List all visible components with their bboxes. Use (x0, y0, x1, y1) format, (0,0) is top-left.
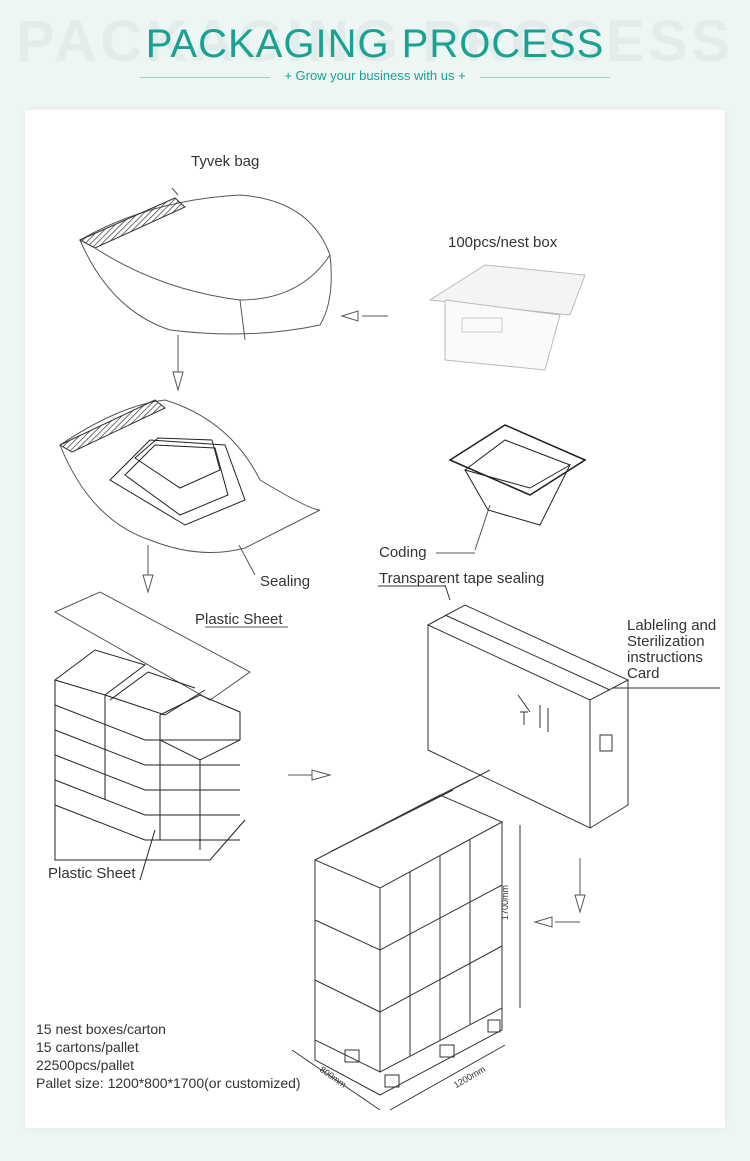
carton-illustration (378, 584, 720, 829)
label-labeling-1: Lableling and (627, 617, 717, 634)
title-watermark: PACKAGING PROCESS (16, 9, 734, 74)
subtitle-right-divider (480, 77, 610, 78)
subtitle-left-divider (140, 77, 270, 78)
arrow-down-1 (172, 335, 184, 392)
arrow-down-3 (574, 858, 586, 914)
page-title: PACKAGING PROCESS (145, 22, 605, 66)
label-tyvek-bag: Tyvek bag (191, 153, 260, 170)
arrow-left-2 (533, 916, 580, 928)
pallet-info: 15 nest boxes/carton 15 cartons/pallet 2… (36, 1020, 301, 1092)
stacked-trays-illustration (53, 649, 246, 881)
arrow-left-1 (340, 310, 388, 322)
nest-box-illustration (428, 264, 586, 371)
label-dim-height: 1700mm (500, 884, 510, 920)
arrow-right-1 (288, 769, 332, 781)
label-nest-box: 100pcs/nest box (448, 234, 558, 251)
label-plastic-sheet-top: Plastic Sheet (195, 611, 283, 628)
label-plastic-sheet-bottom: Plastic Sheet (48, 865, 136, 882)
coding-tray-illustration (436, 424, 587, 554)
process-card (25, 110, 725, 1128)
label-coding: Coding (379, 544, 427, 561)
subtitle-row: + Grow your business with us + (140, 68, 610, 88)
arrow-down-2 (142, 545, 154, 594)
label-sealing: Sealing (260, 573, 311, 590)
pallet-illustration (291, 769, 521, 1111)
plastic-sheet-illustration (53, 591, 288, 701)
info-line: Pallet size: 1200*800*1700(or customized… (36, 1075, 301, 1091)
label-labeling-4: Card (627, 665, 660, 682)
info-line: 15 nest boxes/carton (36, 1021, 166, 1037)
page-subtitle: + Grow your business with us + (284, 68, 466, 83)
label-labeling-2: Sterilization (627, 633, 705, 650)
label-transparent-tape: Transparent tape sealing (379, 570, 545, 587)
info-line: 22500pcs/pallet (36, 1057, 135, 1073)
label-labeling-3: instructions (627, 649, 703, 666)
sealed-bag-illustration (58, 399, 321, 576)
info-line: 15 cartons/pallet (36, 1039, 139, 1055)
tyvek-bag-illustration (78, 187, 332, 341)
